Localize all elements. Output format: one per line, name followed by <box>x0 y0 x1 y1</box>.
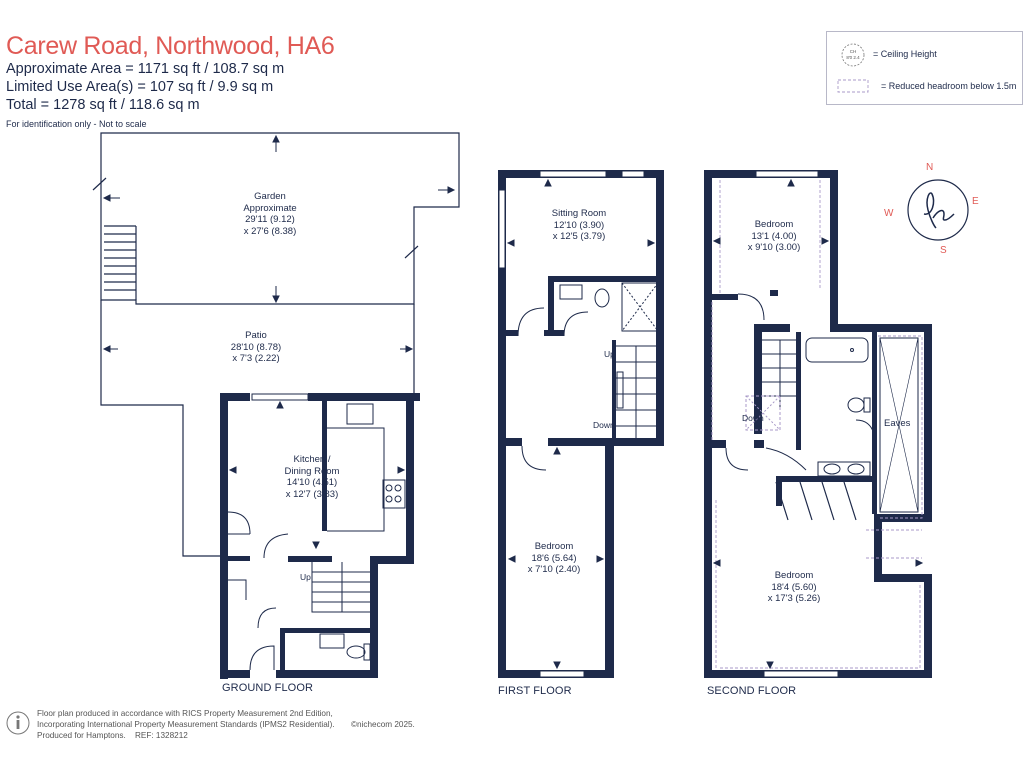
reduced-headroom-icon <box>837 79 869 93</box>
legend: CH 8'0 2.4 = Ceiling Height = Reduced he… <box>826 31 1023 105</box>
room-bedroom-first: Bedroom 18'6 (5.64) x 7'10 (2.40) <box>494 541 614 576</box>
stairs-down-first: Down <box>593 420 615 430</box>
compass-west: W <box>884 208 894 219</box>
room-bedroom-second-large: Bedroom 18'4 (5.60) x 17'3 (5.26) <box>734 570 854 605</box>
room-garden-dim1: 29'11 (9.12) <box>245 214 295 225</box>
compass-north: N <box>926 162 934 173</box>
compass-south: S <box>940 245 947 256</box>
room-kitchen-dim1: 14'10 (4.51) <box>286 477 338 488</box>
room-kitchen: Kitchen / Dining Room 14'10 (4.51) x 12'… <box>252 454 372 500</box>
svg-text:8'0 2.4: 8'0 2.4 <box>846 55 860 60</box>
first-floor-walls <box>498 170 664 678</box>
stairs-up-first: Up <box>604 349 615 359</box>
ground-floor-walls <box>220 393 420 679</box>
room-sitting: Sitting Room 12'10 (3.90) x 12'5 (3.79) <box>519 208 639 243</box>
room-garden: Garden Approximate 29'11 (9.12) x 27'6 (… <box>210 191 330 237</box>
room-patio-dim1: 28'10 (8.78) <box>230 341 282 353</box>
footer-brand: ©nichecom 2025. <box>351 720 415 729</box>
label-ground-floor: GROUND FLOOR <box>222 682 314 694</box>
garden-steps <box>104 225 137 300</box>
room-eaves: Eaves <box>884 418 911 429</box>
ceiling-height-icon: CH 8'0 2.4 <box>841 43 865 67</box>
room-bed2-dim2: x 9'10 (3.00) <box>747 242 801 253</box>
room-bed1-dim2: x 7'10 (2.40) <box>527 564 581 575</box>
room-kitchen-dim2: x 12'7 (3.83) <box>285 488 339 500</box>
room-sitting-dim1: 12'10 (3.90) <box>553 219 605 231</box>
reduced-headroom-lines <box>711 180 923 669</box>
room-patio-name: Patio <box>245 330 267 341</box>
identification-note: For identification only - Not to scale <box>6 119 147 129</box>
ceiling-height-label: = Ceiling Height <box>873 49 937 59</box>
room-bed1-dim1: 18'6 (5.64) <box>531 552 577 564</box>
room-kitchen-name1: Kitchen / <box>293 454 331 465</box>
footer-rics: Floor plan produced in accordance with R… <box>37 709 333 718</box>
room-kitchen-name2: Dining Room <box>284 465 340 477</box>
svg-text:CH: CH <box>850 49 857 54</box>
page-title: Carew Road, Northwood, HA6 <box>6 32 335 60</box>
footer-ref: REF: 1328212 <box>135 731 188 740</box>
room-bed2-dim1: 13'1 (4.00) <box>751 230 797 242</box>
reduced-headroom-label: = Reduced headroom below 1.5m <box>881 81 1017 91</box>
compass-icon <box>907 179 969 241</box>
room-bedroom-second-small: Bedroom 13'1 (4.00) x 9'10 (3.00) <box>714 219 834 254</box>
room-bed1-name: Bedroom <box>534 541 574 552</box>
room-bed3-dim1: 18'4 (5.60) <box>771 581 817 593</box>
room-patio-dim2: x 7'3 (2.22) <box>232 353 280 364</box>
room-garden-name: Garden <box>254 191 286 202</box>
patio-outline <box>100 300 415 557</box>
room-garden-sub: Approximate <box>243 202 297 214</box>
room-bed3-dim2: x 17'3 (5.26) <box>767 593 821 604</box>
garden-gate <box>92 177 419 259</box>
footer-ipms: Incorporating International Property Mea… <box>37 720 335 729</box>
limited-use-area: Limited Use Area(s) = 107 sq ft / 9.9 sq… <box>6 79 274 95</box>
label-second-floor: SECOND FLOOR <box>707 685 797 697</box>
room-bed3-name: Bedroom <box>774 570 814 581</box>
total-area: Total = 1278 sq ft / 118.6 sq m <box>6 97 200 113</box>
room-sitting-name: Sitting Room <box>551 208 607 219</box>
measurement-arrows <box>102 134 924 670</box>
stairs-down-second: Down <box>742 413 764 423</box>
room-bed2-name: Bedroom <box>754 219 794 230</box>
compass-east: E <box>972 196 979 207</box>
room-garden-dim2: x 27'6 (8.38) <box>243 225 297 237</box>
footer-produced-for: Produced for Hamptons. <box>37 731 126 740</box>
room-patio: Patio 28'10 (8.78) x 7'3 (2.22) <box>196 330 316 365</box>
label-first-floor: FIRST FLOOR <box>498 685 572 697</box>
room-sitting-dim2: x 12'5 (3.79) <box>552 231 606 242</box>
info-icon <box>6 711 30 735</box>
approximate-area: Approximate Area = 1171 sq ft / 108.7 sq… <box>6 61 285 77</box>
stairs-up-ground: Up <box>300 572 311 582</box>
